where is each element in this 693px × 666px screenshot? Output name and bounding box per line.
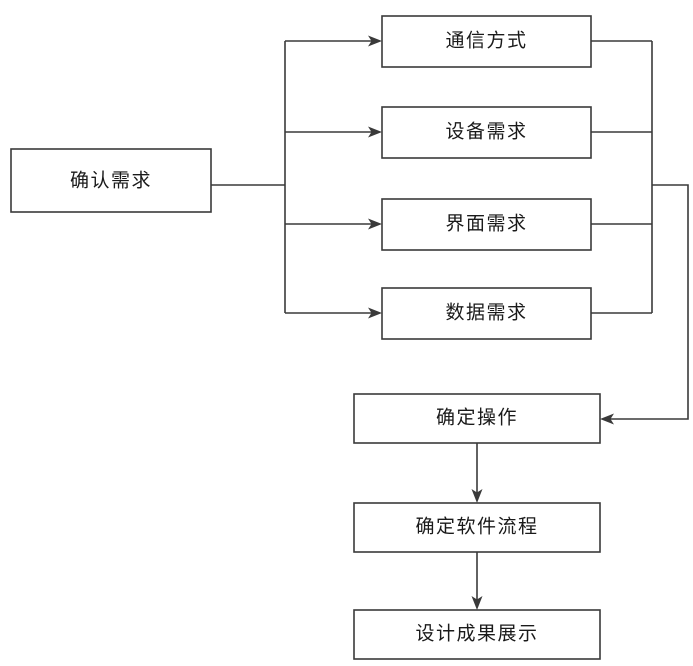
node-rect-determine-operation[interactable]: [353, 393, 601, 444]
node-determine-software-flow[interactable]: 确定软件流程: [353, 502, 601, 553]
node-rect-determine-software-flow[interactable]: [353, 502, 601, 553]
node-label-determine-software-flow: 确定软件流程: [415, 515, 538, 537]
node-rect-interface-requirements[interactable]: [381, 198, 592, 251]
arrow-head-software-flow: [471, 489, 483, 503]
node-interface-requirements[interactable]: 界面需求: [381, 198, 592, 251]
node-device-requirements[interactable]: 设备需求: [381, 106, 592, 159]
node-label-confirm-requirements: 确认需求: [70, 169, 152, 191]
node-rect-communication-method[interactable]: [381, 15, 592, 68]
edge-layer: [211, 35, 689, 610]
arrow-head-display: [471, 596, 483, 610]
node-rect-confirm-requirements[interactable]: [10, 148, 212, 213]
node-rect-data-requirements[interactable]: [381, 287, 592, 340]
node-rect-design-result-display[interactable]: [353, 609, 601, 660]
arrow-head-operation: [600, 413, 614, 425]
arrow-head-device: [368, 126, 382, 138]
node-label-communication-method: 通信方式: [445, 29, 527, 51]
arrow-head-interface: [368, 218, 382, 230]
arrow-head-communication: [368, 35, 382, 47]
node-determine-operation[interactable]: 确定操作: [353, 393, 601, 444]
node-label-data-requirements: 数据需求: [445, 301, 527, 323]
node-rect-device-requirements[interactable]: [381, 106, 592, 159]
edge-merge-to-operation: [609, 184, 689, 420]
node-label-design-result-display: 设计成果展示: [415, 622, 538, 644]
node-layer: 确认需求 通信方式 设备需求 界面需求 数据需求 确定操作: [10, 15, 601, 660]
node-data-requirements[interactable]: 数据需求: [381, 287, 592, 340]
node-confirm-requirements[interactable]: 确认需求: [10, 148, 212, 213]
node-label-determine-operation: 确定操作: [436, 406, 518, 428]
node-communication-method[interactable]: 通信方式: [381, 15, 592, 68]
node-label-interface-requirements: 界面需求: [445, 212, 527, 234]
node-label-device-requirements: 设备需求: [445, 120, 527, 142]
arrow-head-data: [368, 307, 382, 319]
node-design-result-display[interactable]: 设计成果展示: [353, 609, 601, 660]
